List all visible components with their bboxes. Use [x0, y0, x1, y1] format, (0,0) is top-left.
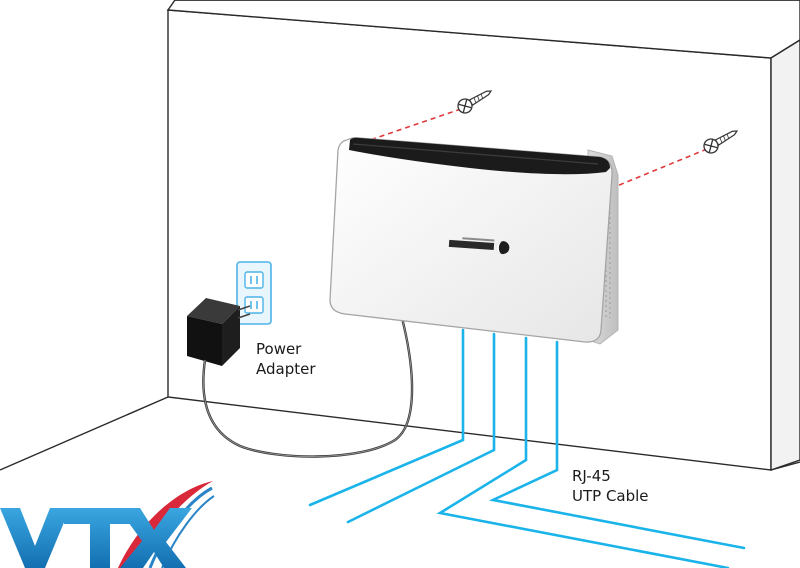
planet-logo-icon — [448, 237, 510, 255]
floor-line-right — [770, 461, 800, 471]
screw-guide-left — [369, 108, 462, 141]
cable-4 — [488, 340, 746, 550]
wall-outlet-icon — [236, 261, 272, 325]
wall-top — [166, 0, 800, 59]
device-top-band — [349, 137, 610, 175]
screw-shank — [714, 130, 739, 146]
power-adapter-icon — [187, 298, 251, 366]
floor-line-left — [0, 396, 169, 471]
screw-icon — [457, 90, 493, 114]
cable-1 — [308, 328, 465, 507]
power-adapter-label-line1: Power — [256, 340, 302, 358]
rj45-cable-label-line1: RJ-45 — [572, 467, 611, 485]
screw-guide-right — [611, 148, 708, 189]
power-adapter-label: Power Adapter — [256, 339, 316, 379]
rj45-cable-label-line2: UTP Cable — [572, 487, 649, 505]
power-adapter-label-line2: Adapter — [256, 360, 316, 378]
vtx-letters-icon — [0, 508, 192, 568]
screw-icon — [703, 130, 739, 154]
screw-guides — [369, 108, 708, 189]
wall-side — [770, 39, 800, 471]
rj45-cable-label: RJ-45 UTP Cable — [572, 466, 649, 506]
cable-2 — [346, 332, 496, 524]
vtx-logo — [0, 481, 215, 568]
rj45-cables — [308, 328, 746, 568]
screw-shank — [468, 90, 493, 106]
cable-3 — [436, 336, 730, 568]
switch-device — [329, 137, 619, 345]
